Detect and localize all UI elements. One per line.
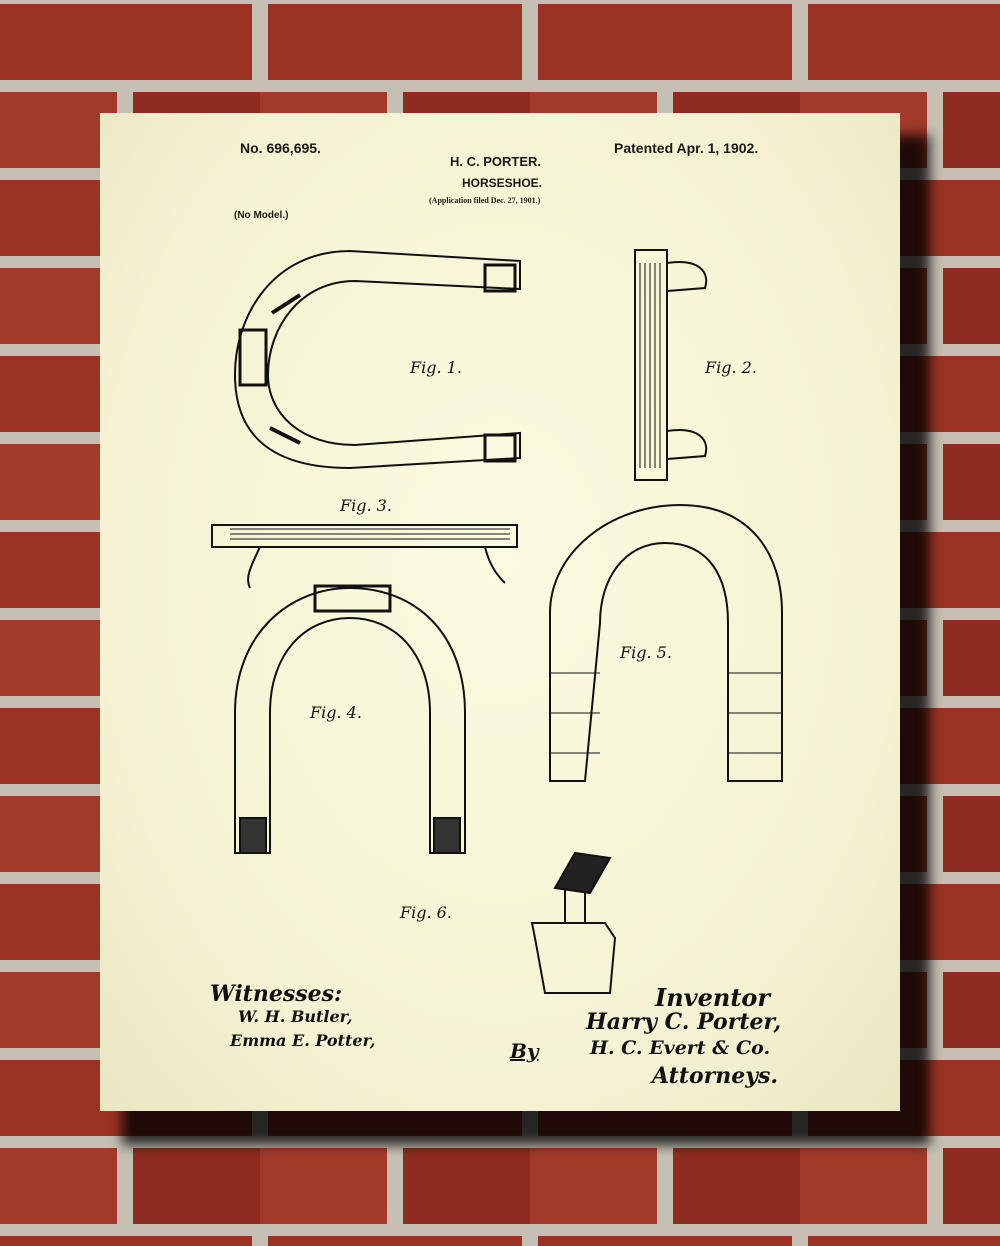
witness-1-signature: W. H. Butler, bbox=[238, 1007, 353, 1026]
fig5-horseshoe bbox=[549, 503, 783, 782]
inventor-signature: Harry C. Porter, bbox=[586, 1009, 782, 1035]
by-label: By bbox=[510, 1039, 539, 1063]
patent-poster: No. 696,695. Patented Apr. 1, 1902. H. C… bbox=[100, 113, 900, 1111]
attorney-signature: H. C. Evert & Co. bbox=[590, 1037, 771, 1059]
figure-labels: Fig. 1. Fig. 2. Fig. 3. Fig. 4. Fig. 5. … bbox=[309, 358, 757, 922]
fig1-horseshoe bbox=[233, 249, 521, 470]
fig2-side-view bbox=[634, 249, 668, 481]
patent-date: Patented Apr. 1, 1902. bbox=[614, 140, 759, 156]
inventor-header: H. C. PORTER. bbox=[450, 154, 542, 169]
fig-4-label: Fig. 4. bbox=[309, 703, 362, 722]
witnesses-label: Witnesses: bbox=[210, 981, 343, 1007]
fig-1-label: Fig. 1. bbox=[409, 358, 462, 377]
patent-title: HORSESHOE. bbox=[462, 176, 543, 190]
fig-2-label: Fig. 2. bbox=[704, 358, 757, 377]
fig-5-label: Fig. 5. bbox=[619, 643, 672, 662]
application-note: (Application filed Dec. 27, 1901.) bbox=[429, 196, 541, 205]
patent-number: No. 696,695. bbox=[240, 140, 321, 156]
patent-drawings: Fig. 1. Fig. 2. Fig. 3. Fig. 4. Fig. 5. … bbox=[211, 249, 783, 994]
fig3-flat-bar bbox=[211, 524, 518, 548]
model-note: (No Model.) bbox=[234, 210, 289, 221]
fig6-calk bbox=[530, 922, 617, 994]
inventor-label: Inventor bbox=[655, 983, 771, 1012]
fig-3-label: Fig. 3. bbox=[339, 496, 392, 515]
fig-6-label: Fig. 6. bbox=[399, 903, 452, 922]
attorneys-label: Attorneys. bbox=[652, 1063, 779, 1089]
witness-2-signature: Emma E. Potter, bbox=[230, 1031, 376, 1050]
fig4-horseshoe bbox=[234, 586, 466, 854]
